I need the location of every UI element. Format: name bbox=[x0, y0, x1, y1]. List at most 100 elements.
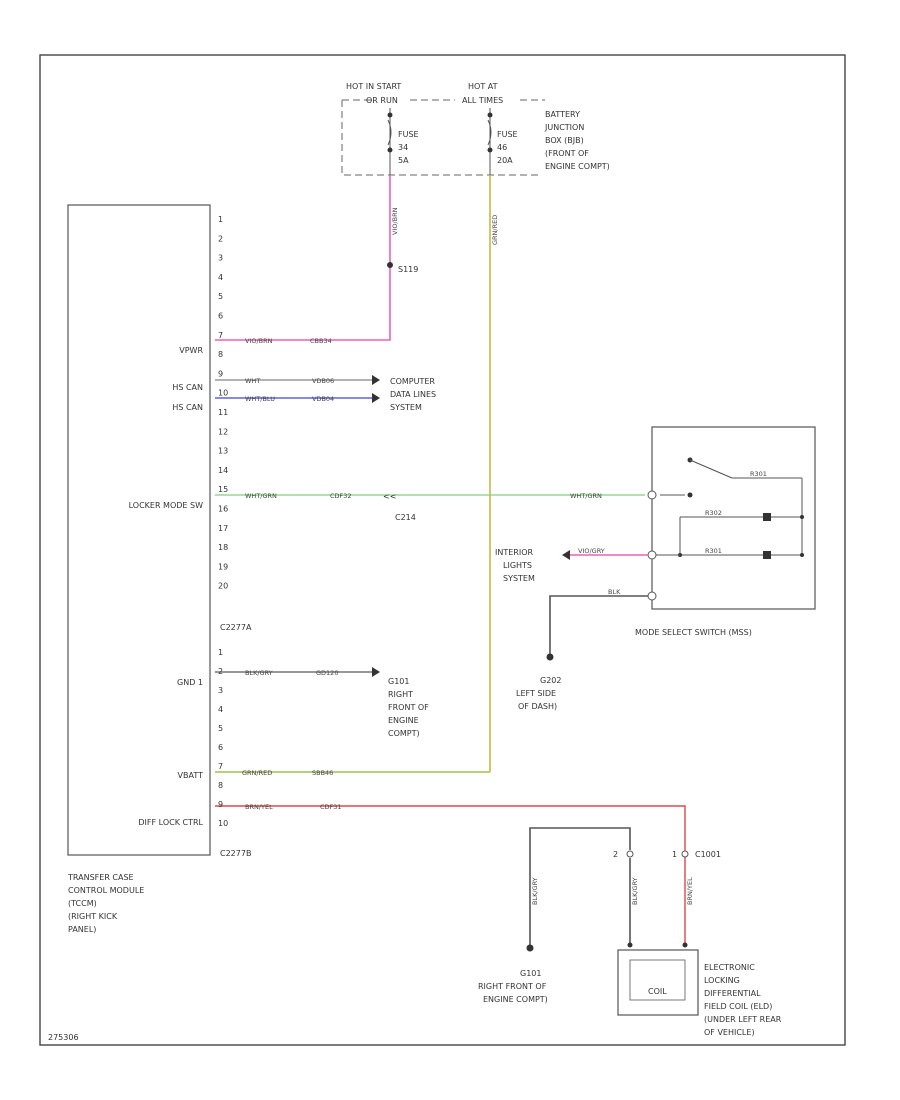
switch-pin-3 bbox=[647, 591, 657, 601]
pin-number: 19 bbox=[218, 562, 228, 571]
bjb-label-2: JUNCTION bbox=[544, 123, 584, 132]
pin-number: 4 bbox=[218, 705, 223, 714]
wire-can-l-circuit: VDB04 bbox=[312, 395, 334, 403]
eld-name-5: (UNDER LEFT REAR bbox=[704, 1015, 782, 1024]
pin-number: 15 bbox=[218, 485, 228, 494]
tccm-name-2: CONTROL MODULE bbox=[68, 886, 144, 895]
mode-select-switch-name: MODE SELECT SWITCH (MSS) bbox=[635, 628, 752, 637]
wire-coil-left-color: BLK/GRY bbox=[531, 877, 539, 905]
tccm-name-4: (RIGHT KICK bbox=[68, 912, 118, 921]
pin-label-gnd: GND 1 bbox=[177, 678, 203, 687]
wire-can-h-color: WHT bbox=[245, 377, 260, 385]
pin-number: 7 bbox=[218, 331, 223, 340]
pin-number: 6 bbox=[218, 312, 223, 321]
eld-name-3: DIFFERENTIAL bbox=[704, 989, 761, 998]
dest-interior-3: SYSTEM bbox=[503, 574, 535, 583]
pin-number: 2 bbox=[218, 234, 223, 243]
pin-number: 5 bbox=[218, 724, 223, 733]
switch-blade bbox=[689, 459, 733, 479]
pin-number: 16 bbox=[218, 505, 228, 514]
wire-interior-color: VIO/GRY bbox=[578, 547, 605, 555]
pin-number: 7 bbox=[218, 762, 223, 771]
pin-number: 4 bbox=[218, 273, 223, 282]
wire-vpwr-circuit: CBB34 bbox=[310, 337, 332, 345]
arrow-interior bbox=[562, 550, 570, 560]
mode-select-switch-box bbox=[651, 426, 816, 610]
eld-coil-inner-label: COIL bbox=[648, 987, 667, 996]
battery-junction-box: HOT IN START OR RUN HOT AT ALL TIMES FUS… bbox=[341, 82, 610, 176]
wire-vpwr-color: VIO/BRN bbox=[245, 337, 273, 345]
pin-number: 5 bbox=[218, 292, 223, 301]
pin-number: 17 bbox=[218, 524, 228, 533]
pin-label-vpwr: VPWR bbox=[179, 346, 203, 355]
pin-number: 13 bbox=[218, 447, 228, 456]
wire-vbatt-color: GRN/RED bbox=[242, 769, 272, 777]
pin-number: 8 bbox=[218, 781, 223, 790]
dest-g101b-2: RIGHT FRONT OF bbox=[478, 982, 547, 991]
ground-g202-dot bbox=[546, 653, 554, 661]
fuse-left-header-2: OR RUN bbox=[366, 96, 398, 105]
fuse-left-3: 5A bbox=[398, 156, 409, 165]
bjb-label-4: (FRONT OF bbox=[545, 149, 589, 158]
dest-interior-2: LIGHTS bbox=[503, 561, 532, 570]
dest-g101a-1: G101 bbox=[388, 677, 409, 686]
pin-label-locker: LOCKER MODE SW bbox=[129, 501, 203, 510]
pin-number: 3 bbox=[218, 686, 223, 695]
pin-label-hscanl: HS CAN bbox=[172, 403, 203, 412]
wire-switch-ground bbox=[549, 595, 648, 657]
pin-number: 12 bbox=[218, 427, 228, 436]
fuse-left-header-1: HOT IN START bbox=[346, 82, 401, 91]
splice-s119: S119 bbox=[398, 265, 418, 274]
pin-number: 14 bbox=[218, 466, 228, 475]
wire-vbatt-vert-label: GRN/RED bbox=[491, 215, 499, 245]
pin-label-hscanh: HS CAN bbox=[172, 383, 203, 392]
fuse-right-2: 46 bbox=[497, 143, 507, 152]
wire-can-l-color: WHT/BLU bbox=[245, 395, 275, 403]
footer-code: 275306 bbox=[48, 1033, 79, 1042]
fuse-right-3: 20A bbox=[497, 156, 513, 165]
pin-number: 8 bbox=[218, 350, 223, 359]
dest-g202-2: LEFT SIDE bbox=[516, 689, 556, 698]
splice-s119-dot bbox=[387, 262, 393, 268]
pin-number: 1 bbox=[218, 215, 223, 224]
connector-c1001: C1001 bbox=[695, 850, 721, 859]
wire-can-h-circuit: VDB06 bbox=[312, 377, 334, 385]
dest-g101b-3: ENGINE COMPT) bbox=[483, 995, 548, 1004]
connector-pin-2: 2 bbox=[613, 850, 618, 859]
dest-g202-3: OF DASH) bbox=[518, 702, 557, 711]
wire-diff bbox=[215, 805, 686, 945]
resistor-r302: R302 bbox=[705, 509, 722, 517]
tccm-name-1: TRANSFER CASE bbox=[67, 873, 134, 882]
arrow-gnd bbox=[372, 667, 380, 677]
pin-number: 11 bbox=[218, 408, 228, 417]
dest-computer-2: DATA LINES bbox=[390, 390, 436, 399]
wire-locker-right-color: WHT/GRN bbox=[570, 492, 602, 500]
dest-computer-3: SYSTEM bbox=[390, 403, 422, 412]
wire-vbatt-circuit: SBB46 bbox=[312, 769, 333, 777]
wire-locker-circuit: CDF32 bbox=[330, 492, 352, 500]
pin-number: 1 bbox=[218, 648, 223, 657]
eld-name-2: LOCKING bbox=[704, 976, 740, 985]
pin-number: 10 bbox=[218, 389, 228, 398]
wire-gnd-color: BLK/GRY bbox=[245, 669, 273, 677]
diagram-frame bbox=[39, 54, 846, 1046]
wire-vpwr bbox=[215, 175, 391, 341]
switch-pin-2 bbox=[647, 550, 657, 560]
wire-locker-color: WHT/GRN bbox=[245, 492, 277, 500]
bjb-label-5: ENGINE COMPT) bbox=[545, 162, 610, 171]
dest-g202-1: G202 bbox=[540, 676, 561, 685]
wire-gnd-circuit: GD120 bbox=[316, 669, 338, 677]
dest-g101a-2: RIGHT bbox=[388, 690, 413, 699]
wire-coil-ground bbox=[529, 827, 631, 945]
dest-g101b-1: G101 bbox=[520, 969, 541, 978]
switch-pin-1 bbox=[647, 490, 657, 500]
dest-g101a-4: ENGINE bbox=[388, 716, 419, 725]
wire-coil-right-color: BRN/YEL bbox=[686, 877, 694, 905]
pin-number: 9 bbox=[218, 800, 223, 809]
connector-c2277b: C2277B bbox=[220, 849, 251, 858]
eld-name-6: OF VEHICLE) bbox=[704, 1028, 755, 1037]
tccm-name-3: (TCCM) bbox=[68, 899, 97, 908]
